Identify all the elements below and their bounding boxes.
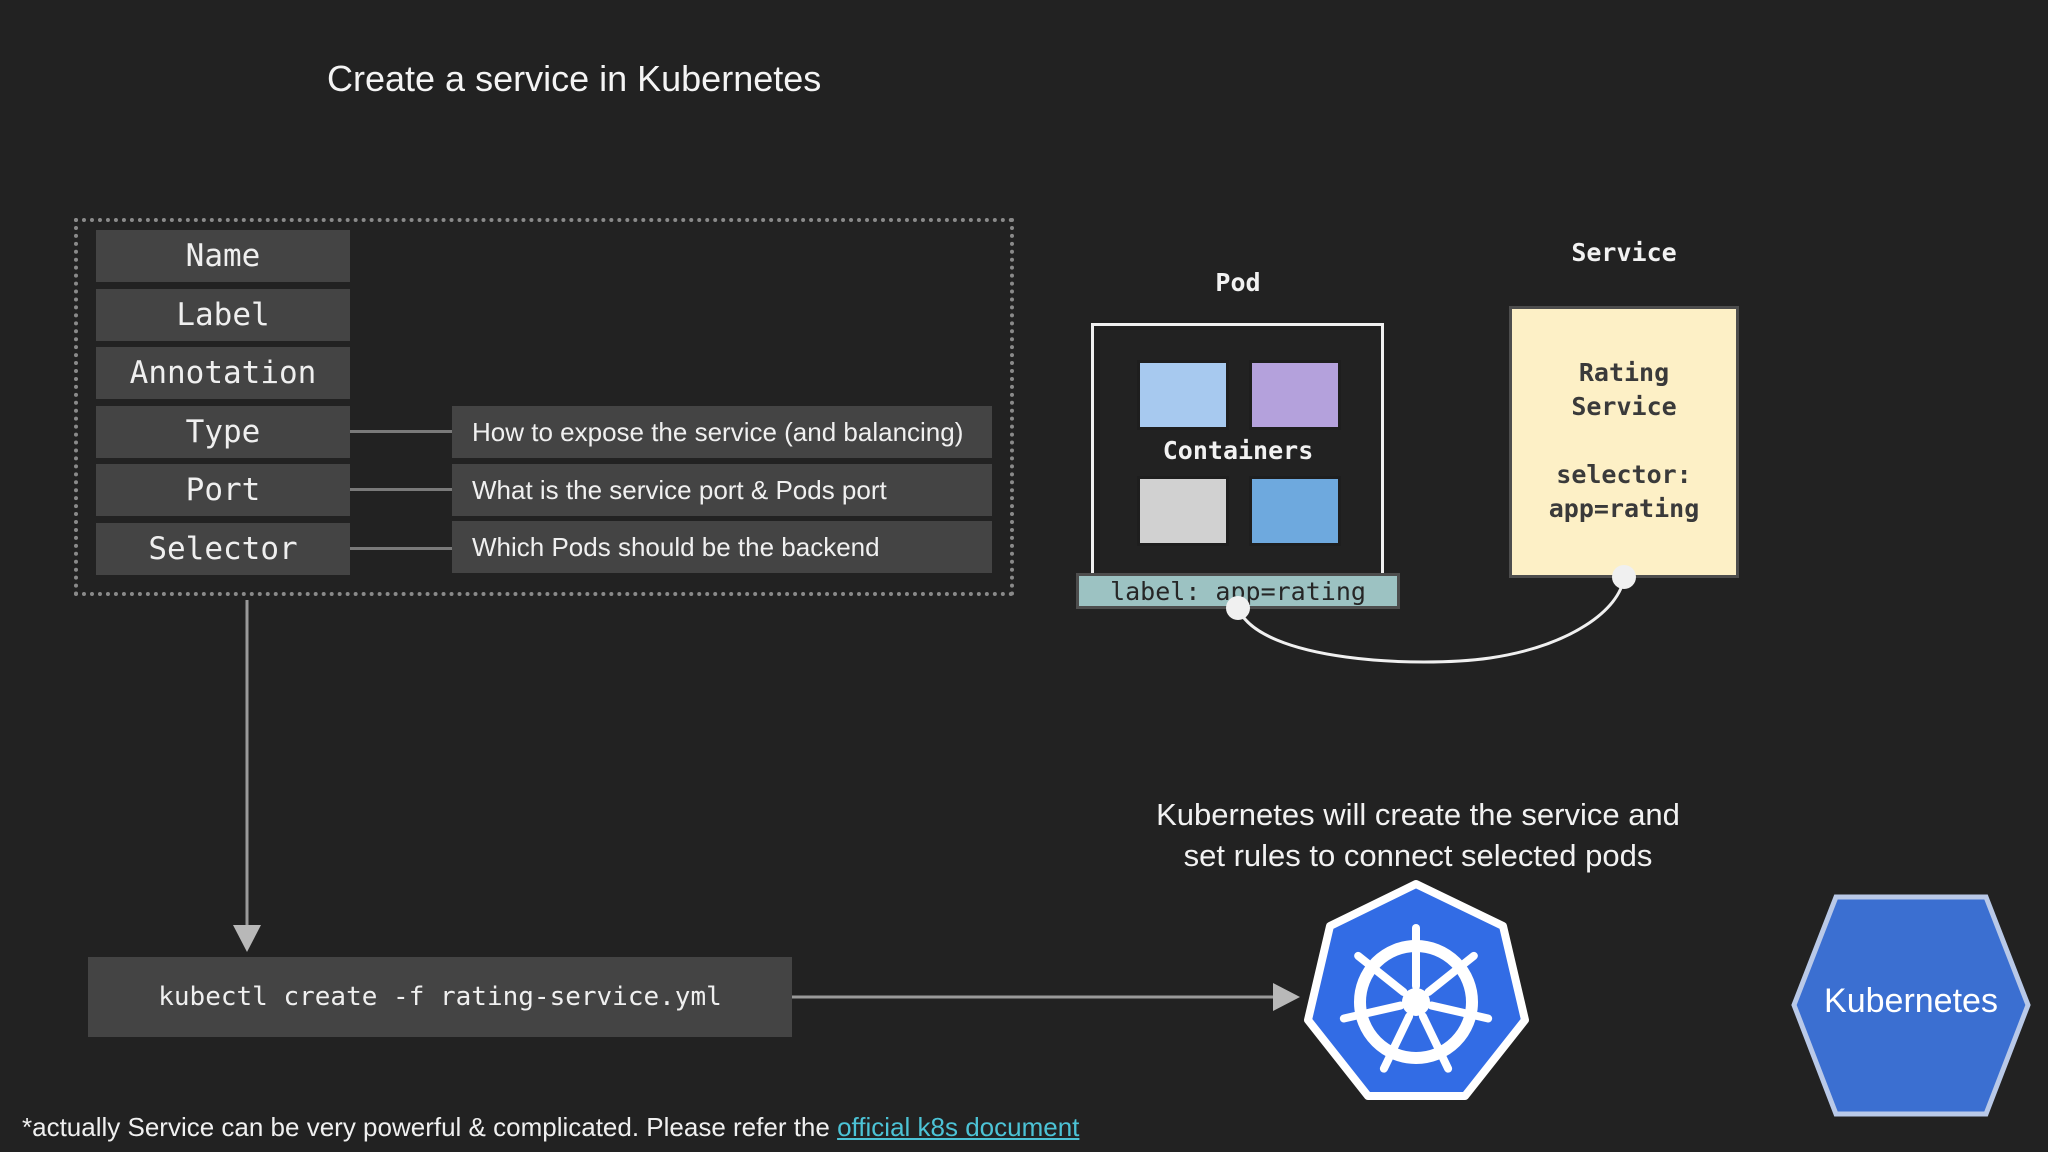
field-type: Type — [96, 406, 350, 458]
container-blue — [1249, 476, 1341, 546]
container-grey — [1137, 476, 1229, 546]
container-blue-light — [1137, 360, 1229, 430]
containers-label: Containers — [1162, 436, 1314, 465]
selector-link-curve — [1236, 576, 1626, 664]
service-selector-key: selector: — [1556, 460, 1692, 489]
selector-connector — [350, 547, 452, 550]
selector-description: Which Pods should be the backend — [452, 521, 992, 573]
caption-line2: set rules to connect selected pods — [1183, 838, 1653, 873]
helm-spoke — [1424, 951, 1478, 997]
footnote-text: *actually Service can be very powerful &… — [22, 1112, 838, 1142]
kubernetes-hexagon — [1791, 894, 2031, 1117]
helm-spoke — [1354, 951, 1408, 997]
service-selector-value: app=rating — [1548, 494, 1700, 523]
port-connector — [350, 488, 452, 491]
helm-spoke — [1339, 1001, 1405, 1023]
field-port: Port — [96, 464, 350, 516]
field-label: Label — [96, 289, 350, 341]
helm-spoke — [1427, 1001, 1493, 1023]
pod-label-tag: label: app=rating — [1076, 573, 1400, 609]
caption-line1: Kubernetes will create the service and — [1156, 797, 1680, 832]
footnote: *actually Service can be very powerful &… — [22, 1112, 1079, 1143]
pod-heading: Pod — [1215, 268, 1261, 297]
service-name-line1: Rating — [1578, 358, 1670, 387]
down-arrow-head — [233, 925, 261, 952]
service-heading: Service — [1571, 238, 1677, 267]
kubernetes-hexagon-label: Kubernetes — [1824, 982, 1998, 1020]
kubectl-command-box: kubectl create -f rating-service.yml — [88, 957, 792, 1037]
field-name: Name — [96, 230, 350, 282]
helm-spoke — [1379, 1012, 1414, 1073]
slide-title: Create a service in Kubernetes — [327, 58, 822, 99]
service-spec-box — [74, 218, 1014, 596]
port-description: What is the service port & Pods port — [452, 464, 992, 516]
official-k8s-document-link[interactable]: official k8s document — [837, 1112, 1080, 1142]
field-annotation: Annotation — [96, 347, 350, 399]
field-selector: Selector — [96, 523, 350, 575]
right-arrow-head — [1273, 983, 1300, 1011]
service-link-dot — [1612, 565, 1636, 589]
type-connector — [350, 430, 452, 433]
container-purple — [1249, 360, 1341, 430]
type-description: How to expose the service (and balancing… — [452, 406, 992, 458]
kubernetes-logo-icon — [1304, 880, 1529, 1100]
service-name-line2: Service — [1571, 392, 1677, 421]
pod-link-dot — [1226, 596, 1250, 620]
helm-spoke — [1418, 1012, 1453, 1073]
